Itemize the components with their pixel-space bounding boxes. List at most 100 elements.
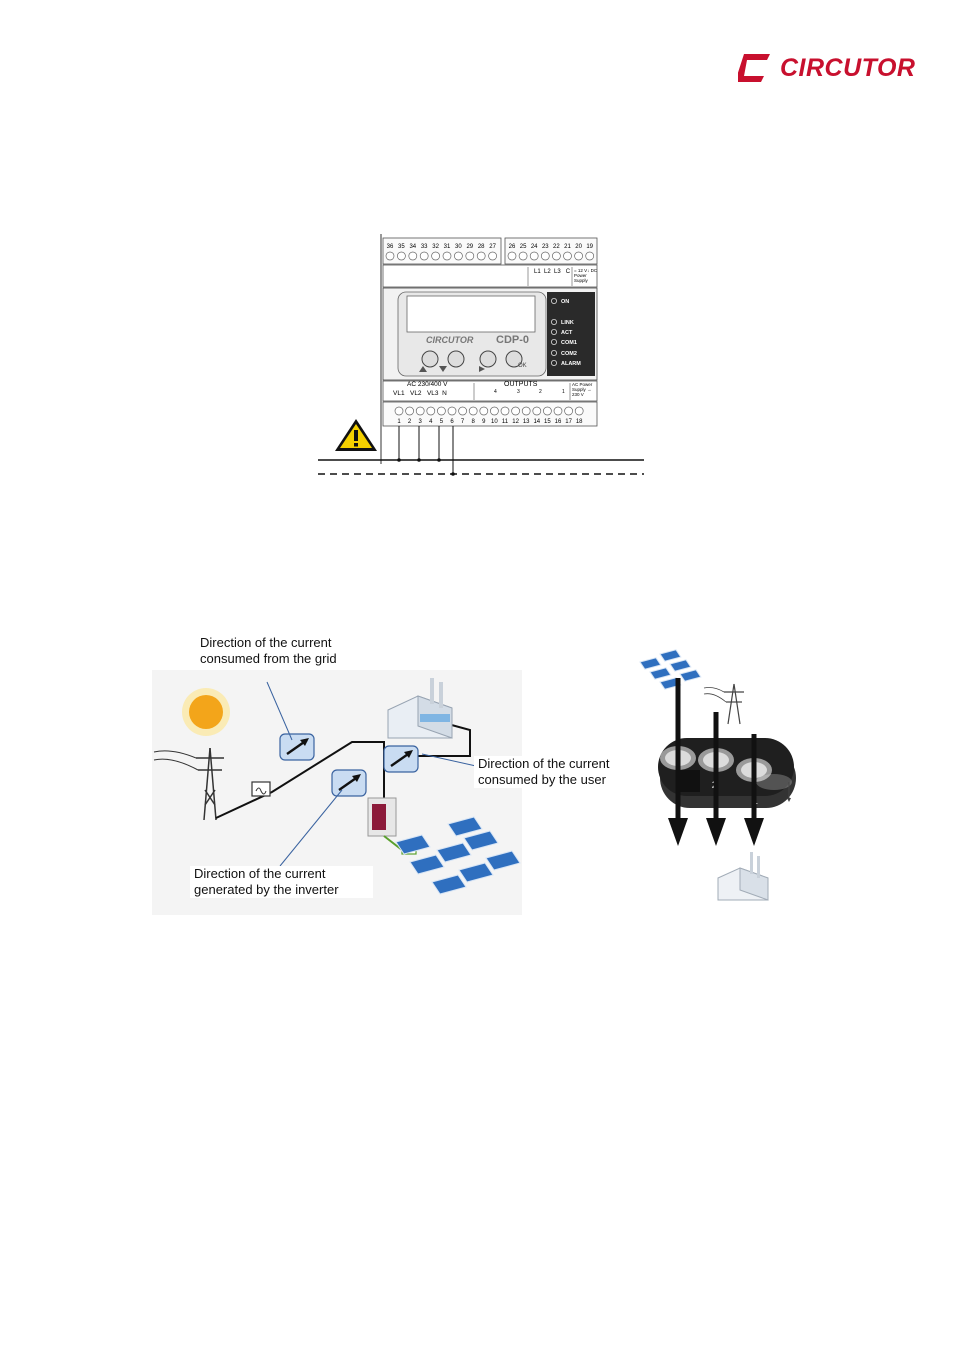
status-led [550,339,557,346]
terminal-number: 24 [531,244,538,250]
solar-panel [485,850,521,871]
solar-panel [679,669,702,682]
terminal-screw [431,251,440,261]
terminal-number: 9 [482,419,486,425]
terminal-screw [479,406,489,416]
terminal-screw [553,406,563,416]
phase-3-label: 3 [654,746,660,757]
logo-text: CIRCUTOR [780,54,916,82]
terminal-screw [415,406,425,416]
terminal-screw [574,406,584,416]
terminal-number: 22 [553,244,560,250]
terminal-screw [532,406,542,416]
terminal-number: 16 [555,419,562,425]
terminal-screw [447,406,457,416]
grid-current-arrow-icon [279,733,315,761]
energy-flow-figure: Direction of the current consumed from t… [152,630,632,915]
terminal-screw [426,406,436,416]
circutor-logo-icon [735,54,770,82]
factory-small-icon [717,852,769,901]
terminal-screw [437,406,446,416]
led-label: LINK [561,320,574,326]
terminal-screw [490,406,499,416]
terminal-screw [540,251,550,261]
led-label: ALARM [561,361,581,367]
voltage-terminals-label: VL1 VL2 VL3 N [393,390,447,397]
terminal-screw [458,406,467,416]
terminal-number: 8 [472,419,476,425]
solar-panels-small-icon [639,649,702,690]
led-label: ON [561,299,569,305]
terminal-screw [518,251,528,261]
terminal-screw [476,251,486,261]
solar-panel [395,834,431,855]
terminal-number: 34 [409,244,416,250]
terminal-screw [511,406,520,416]
terminal-number: 18 [576,419,583,425]
terminal-screw [454,251,463,261]
terminal-number: 29 [466,244,473,250]
terminal-screw [465,251,475,261]
power-supply-label: AC Power Supply → 230 V [572,382,593,397]
terminal-number: 5 [440,419,444,425]
current-down-arrows-icon [668,678,764,846]
user-current-label: Direction of the current consumed by the… [474,756,632,788]
inverter-current-label: Direction of the current generated by th… [190,866,373,898]
terminal-number: 2 [408,419,412,425]
terminal-number: 32 [432,244,439,250]
grid-current-label: Direction of the current consumed from t… [196,635,364,667]
output-3-label: 3 [517,389,520,395]
power-tower-icon [153,747,224,821]
status-led [550,359,557,366]
ok-label: OK [518,363,527,369]
model-label: CDP-0 [496,334,530,346]
terminal-screw [385,251,395,261]
terminal-screw [442,251,452,261]
led-label: ACT [561,330,573,336]
led-label: COM1 [561,340,577,346]
status-led [550,329,557,336]
front-brand: CIRCUTOR [426,335,474,345]
terminal-number: 17 [565,419,572,425]
solar-panel [669,659,692,672]
terminal-screw [521,406,531,416]
terminal-number: 20 [575,244,582,250]
terminal-number: 33 [421,244,428,250]
solar-panel [463,830,499,851]
status-led [550,298,557,305]
ac-voltage-label: AC 230/400 V [407,381,448,388]
terminal-number: 19 [586,244,593,250]
terminal-number: 31 [444,244,451,250]
solar-panel [436,842,472,863]
outputs-label: OUTPUTS [504,381,538,388]
factory-icon [387,678,453,739]
terminal-number: 36 [387,244,394,250]
terminal-number: 4 [429,419,433,425]
inverter-current-arrow-icon [331,769,367,797]
terminal-screw [574,251,583,261]
terminal-screw [405,406,414,416]
terminal-number: 11 [502,419,509,425]
terminal-screw [500,406,510,416]
status-led [550,319,557,326]
transformer-body-icon [658,738,796,808]
terminal-number: 1 [397,419,401,425]
terminal-screw [543,406,552,416]
terminal-screw [563,251,572,261]
solar-panel [649,667,672,680]
sun-icon [189,695,223,729]
terminal-screw [507,251,517,261]
solar-panel [659,649,682,662]
solar-panel [458,862,494,883]
user-current-arrow-icon [383,745,419,773]
terminal-number: 35 [398,244,405,250]
terminal-number: 30 [455,244,462,250]
terminal-number: 27 [489,244,496,250]
terminal-screw [408,251,418,261]
terminal-screw [419,251,429,261]
terminal-number: 21 [564,244,571,250]
terminal-number: 12 [512,419,519,425]
solar-panels-icon [395,816,521,895]
